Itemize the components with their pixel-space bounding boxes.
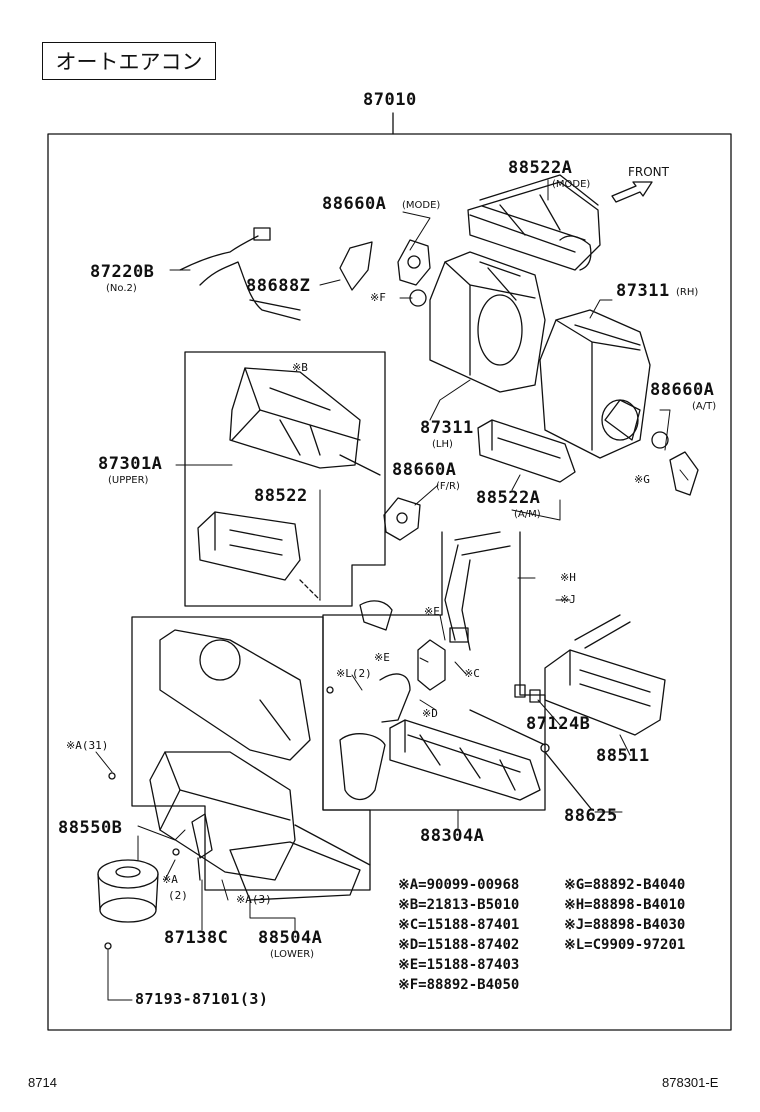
part-87220B-note: (No.2) xyxy=(106,283,137,294)
valve-parts xyxy=(339,600,446,801)
part-87301A-note: (UPPER) xyxy=(108,475,149,486)
part-87220B[interactable]: 87220B xyxy=(90,262,155,282)
footer-right-code: 878301-E xyxy=(662,1075,719,1090)
legend-left-4: ※E=15188-87403 xyxy=(398,957,520,973)
ref-H: ※H xyxy=(560,571,576,584)
lower-case-group-outline xyxy=(131,616,371,891)
front-label: FRONT xyxy=(628,165,669,179)
part-88504A-note: (LOWER) xyxy=(270,949,315,960)
heater-core-part xyxy=(544,614,666,736)
part-88304A[interactable]: 88304A xyxy=(420,826,485,846)
at-servo-part xyxy=(604,399,699,496)
legend-right-0: ※G=88892-B4040 xyxy=(564,877,686,893)
legend-right-2: ※J=88898-B4030 xyxy=(564,917,686,933)
legend-left-2: ※C=15188-87401 xyxy=(398,917,520,933)
part-88522A-am[interactable]: 88522A xyxy=(476,488,541,508)
ref-E-upper: ※E xyxy=(424,605,440,618)
mode-servo-part xyxy=(339,239,431,307)
part-88688Z[interactable]: 88688Z xyxy=(246,276,311,296)
part-88522A-mode[interactable]: 88522A xyxy=(508,158,573,178)
part-88522A-mode-note: (MODE) xyxy=(552,179,591,190)
upper-case-group-outline xyxy=(184,351,386,607)
front-arrow-icon xyxy=(611,181,653,203)
legend-right-1: ※H=88898-B4010 xyxy=(564,897,686,913)
blower-resistor-part xyxy=(191,813,213,881)
part-87311-rh[interactable]: 87311 xyxy=(616,281,670,301)
blower-motor-part xyxy=(97,859,159,923)
mode-door-part xyxy=(467,174,601,271)
evaporator-part xyxy=(389,719,541,801)
legend-right-3: ※L=C9909-97201 xyxy=(564,937,686,953)
ref-G: ※G xyxy=(634,473,650,486)
part-88504A[interactable]: 88504A xyxy=(258,928,323,948)
sensor-part xyxy=(469,709,593,811)
part-88522[interactable]: 88522 xyxy=(254,486,308,506)
ref-A-2: ※A xyxy=(162,873,178,886)
part-88625[interactable]: 88625 xyxy=(564,806,618,826)
diagram-title: オートエアコン xyxy=(55,50,203,74)
part-88511[interactable]: 88511 xyxy=(596,746,650,766)
ref-F: ※F xyxy=(370,291,386,304)
part-88522A-am-note: (A/M) xyxy=(514,509,541,520)
upper-lower-divider-part xyxy=(159,629,311,761)
part-87301A[interactable]: 87301A xyxy=(98,454,163,474)
part-87193[interactable]: 87193-87101(3) xyxy=(135,990,269,1008)
upper-case-part xyxy=(229,367,381,476)
part-88660A-fr[interactable]: 88660A xyxy=(392,460,457,480)
ref-D: ※D xyxy=(422,707,438,720)
ref-L: ※L(2) xyxy=(336,667,372,680)
part-87311-lh[interactable]: 87311 xyxy=(420,418,474,438)
part-88660A-at[interactable]: 88660A xyxy=(650,380,715,400)
ref-A-31: ※A(31) xyxy=(66,739,109,752)
heater-group-outline xyxy=(322,531,546,811)
am-door-part xyxy=(477,419,576,483)
drain-hose-part xyxy=(179,235,301,321)
part-87138C[interactable]: 87138C xyxy=(164,928,229,948)
legend-left-0: ※A=90099-00968 xyxy=(398,877,520,893)
ref-A-3: ※A(3) xyxy=(236,893,272,906)
legend-left-3: ※D=15188-87402 xyxy=(398,937,520,953)
part-88660A-at-note: (A/T) xyxy=(692,401,717,412)
ref-A-2-qty: (2) xyxy=(168,889,188,902)
legend-left-1: ※B=21813-B5010 xyxy=(398,897,520,913)
screw-icons xyxy=(104,686,334,950)
part-88660A-fr-note: (F/R) xyxy=(436,481,460,492)
ref-B: ※B xyxy=(292,361,308,374)
fr-servo-part xyxy=(383,497,421,541)
part-88550B[interactable]: 88550B xyxy=(58,818,123,838)
part-87311-rh-note: (RH) xyxy=(676,287,699,298)
footer-left-code: 8714 xyxy=(28,1075,57,1090)
lower-case-part xyxy=(149,751,371,901)
assembly-frame xyxy=(47,133,732,1031)
clip-parts xyxy=(514,684,541,703)
legend-left-5: ※F=88892-B4050 xyxy=(398,977,520,993)
ref-J: ※J xyxy=(560,593,576,606)
heater-pipe-part xyxy=(444,531,511,651)
assembly-number: 87010 xyxy=(363,90,417,110)
title-box: オートエアコン xyxy=(42,42,216,80)
part-87311-lh-note: (LH) xyxy=(432,439,453,450)
ref-E-lower: ※E xyxy=(374,651,390,664)
lh-case-part xyxy=(429,251,546,393)
air-mix-door-part xyxy=(197,511,301,581)
door-dash-leader xyxy=(299,579,321,601)
hose-clip-icon xyxy=(253,227,271,241)
leader-lines xyxy=(95,179,689,1001)
ref-C: ※C xyxy=(464,667,480,680)
part-88660A-mode[interactable]: 88660A xyxy=(322,194,387,214)
part-87124B[interactable]: 87124B xyxy=(526,714,591,734)
part-88660A-mode-note: (MODE) xyxy=(402,200,441,211)
